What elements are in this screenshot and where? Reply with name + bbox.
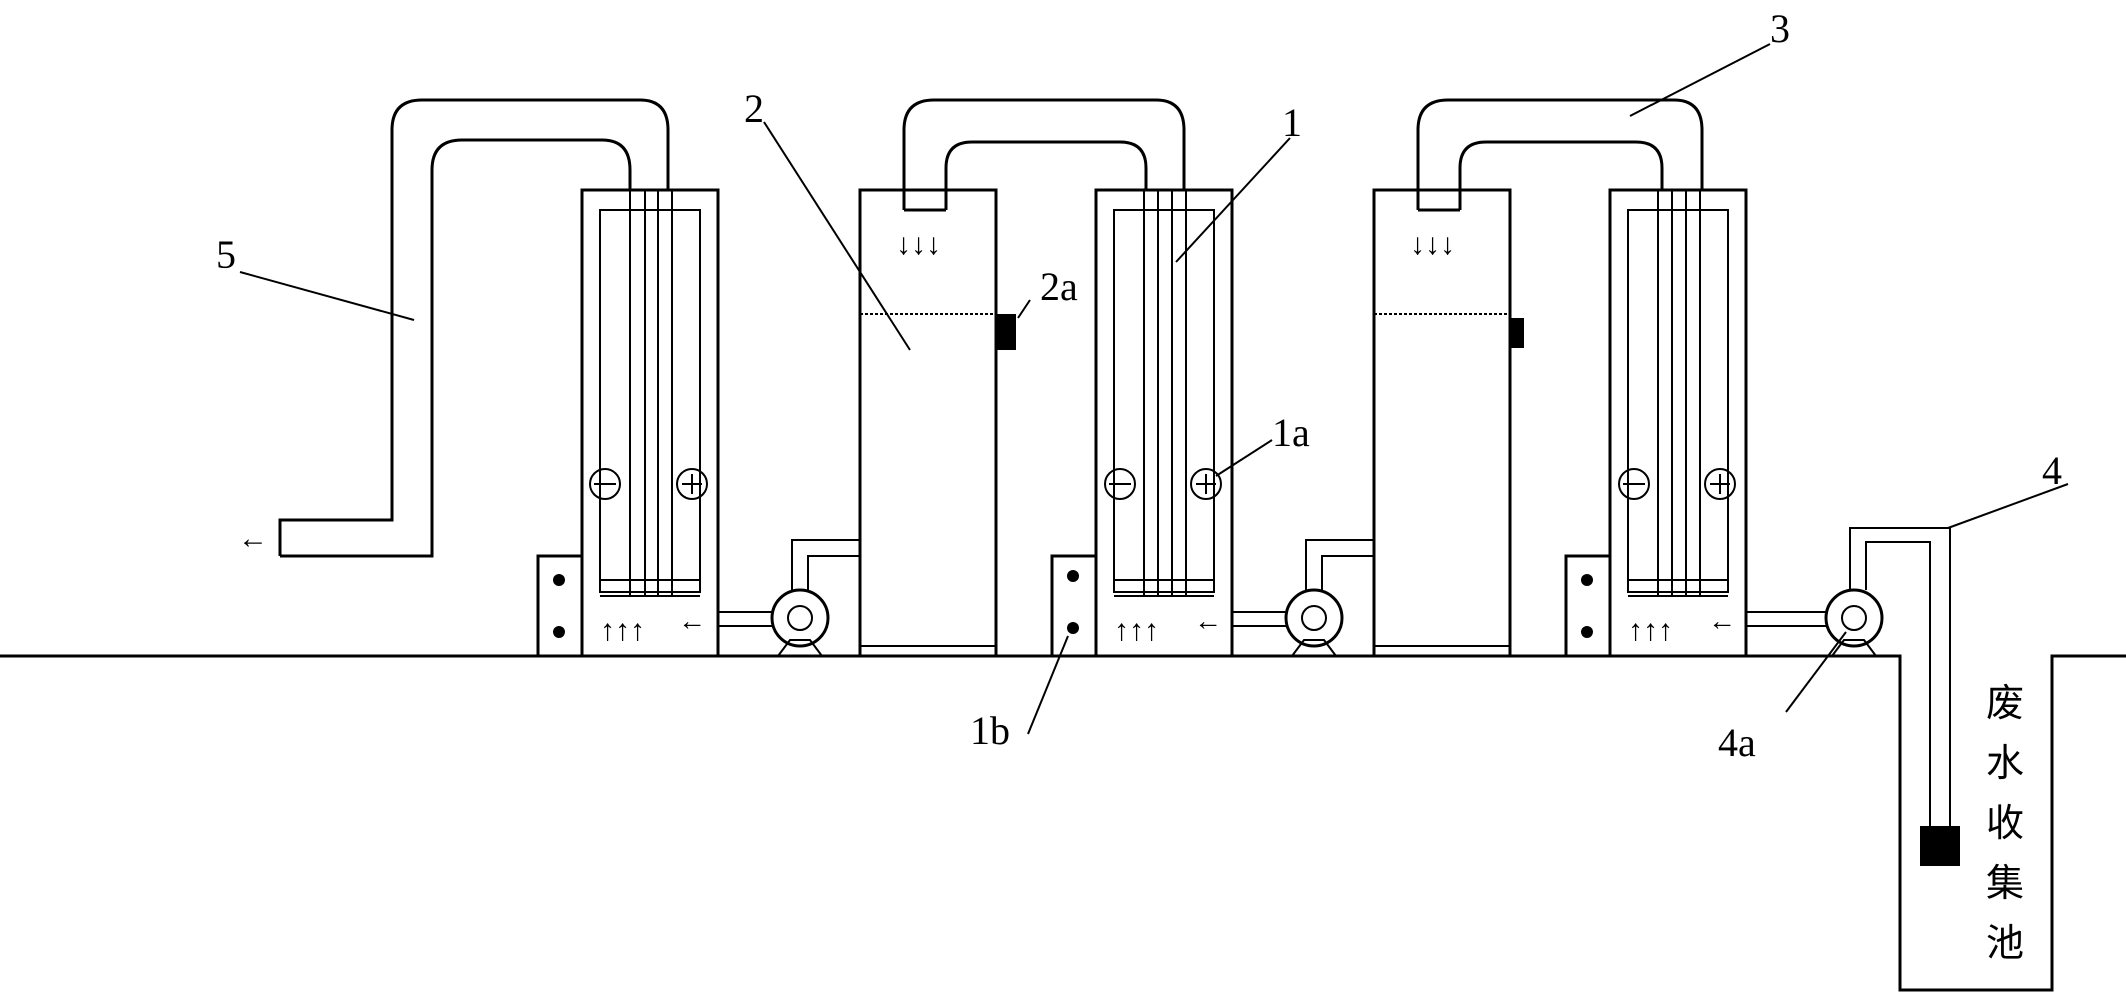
electrolysis-cell-middle: ↑↑↑ ←: [1094, 188, 1234, 658]
pool-char: 集: [1986, 861, 2024, 905]
label-4: 4: [2042, 448, 2062, 493]
label-1: 1: [1282, 100, 1302, 145]
pump-middle: [1232, 539, 1374, 657]
exhaust-pipe: ←: [238, 98, 670, 558]
tank-2: ↓↓↓: [858, 188, 1016, 658]
label-4a: 4a: [1718, 720, 1756, 765]
flow-up-arrows: ↑↑↑: [1628, 614, 1673, 647]
label-2a: 2a: [1040, 264, 1078, 309]
label-3: 3: [1770, 6, 1790, 51]
duct-middle: [902, 98, 1186, 212]
flow-up-arrows: ↑↑↑: [600, 614, 645, 647]
pump-right: [1746, 588, 1884, 657]
flow-left-arrow: ←: [1708, 606, 1736, 637]
pool-char: 废: [1986, 681, 2024, 725]
duct-right: [1416, 98, 1704, 212]
ground-line: [0, 654, 2126, 992]
power-box-middle: [1050, 554, 1098, 658]
pool-char: 池: [1986, 921, 2024, 965]
level-sensor: [1510, 318, 1524, 348]
label-5: 5: [216, 232, 236, 277]
intake-pipe-4: [1849, 527, 1960, 866]
leader-lines: [239, 43, 2069, 735]
pool-char: 收: [1986, 801, 2024, 845]
intake-filter: [1920, 826, 1960, 866]
flow-left-arrow: ←: [678, 606, 706, 637]
waste-pool-label: 废 水 收 集 池: [1986, 681, 2024, 965]
level-sensor-2a: [996, 314, 1016, 350]
power-box-right: [1564, 554, 1612, 658]
label-1b: 1b: [970, 708, 1010, 753]
label-1a: 1a: [1272, 410, 1310, 455]
pool-char: 水: [1986, 741, 2024, 785]
electrolysis-cell-left: ↑↑↑ ←: [580, 188, 720, 658]
electrolysis-cell-right: ↑↑↑ ←: [1608, 188, 1748, 658]
flow-down-arrows: ↓↓↓: [896, 228, 941, 261]
power-box-left: [536, 554, 584, 658]
label-2: 2: [744, 86, 764, 131]
tank-right: ↓↓↓: [1372, 188, 1524, 658]
flow-left-arrow: ←: [1194, 606, 1222, 637]
pump-left: [718, 539, 860, 657]
exhaust-arrow: ←: [238, 522, 268, 555]
flow-down-arrows: ↓↓↓: [1410, 228, 1455, 261]
flow-up-arrows: ↑↑↑: [1114, 614, 1159, 647]
